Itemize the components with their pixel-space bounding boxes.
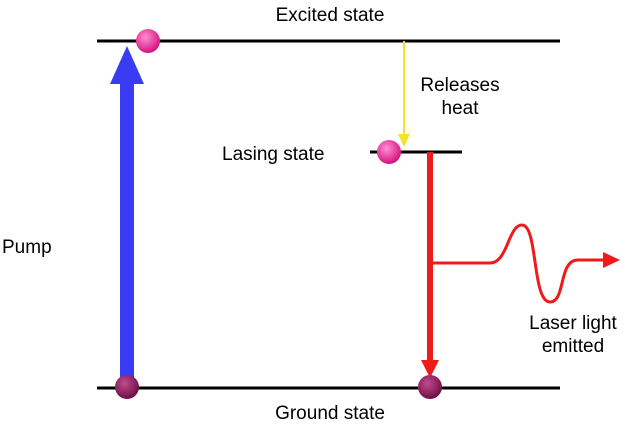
lasing-state-label: Lasing state <box>222 144 325 165</box>
releases-heat-line-1: Releases <box>420 75 500 96</box>
electron-ground-right <box>418 375 442 399</box>
laser-arrow-head <box>421 360 439 378</box>
pump-arrow-shaft <box>120 82 134 388</box>
laser-light-line-1: Laser light <box>529 313 617 334</box>
pump-label: Pump <box>2 237 52 258</box>
laser-light-emitted-label: Laser light emitted <box>508 312 638 358</box>
pump-arrow-head <box>110 46 144 84</box>
electron-lasing <box>377 140 401 164</box>
ground-state-label: Ground state <box>275 403 385 424</box>
laser-light-wave <box>430 223 605 304</box>
heat-arrow-head <box>398 134 410 147</box>
electron-excited <box>136 29 160 53</box>
laser-light-line-2: emitted <box>541 336 605 357</box>
releases-heat-label: Releases heat <box>410 74 510 120</box>
releases-heat-line-2: heat <box>441 98 479 119</box>
excited-state-label: Excited state <box>275 5 385 26</box>
laser-light-arrow-head <box>603 252 620 268</box>
electron-ground-left <box>115 375 139 399</box>
